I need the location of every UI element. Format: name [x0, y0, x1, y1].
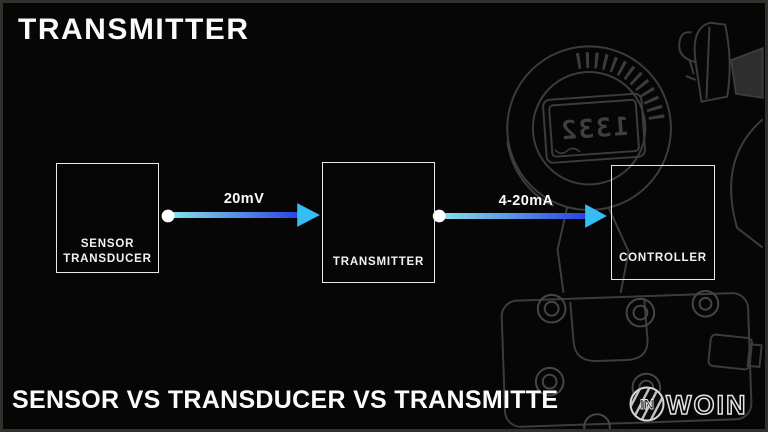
connector-dot [432, 209, 446, 223]
connector-dot [161, 209, 175, 223]
box-label-line: TRANSMITTER [332, 255, 425, 268]
brand-logo-wordmark: WOIN [666, 390, 748, 420]
brand-logo-circle: IN [629, 386, 665, 422]
box-label-line: CONTROLLER [619, 251, 707, 264]
sketch-bolt [534, 289, 720, 429]
arrow-label-20mv: 20mV [223, 191, 265, 207]
box-controller-label: CONTROLLER [612, 251, 714, 266]
arrow-4-20ma [432, 204, 607, 228]
arrow-label-4-20ma: 4-20mA [498, 193, 554, 209]
box-sensor-transducer: SENSOR TRANSDUCER [56, 163, 159, 273]
brand-logo: IN WOIN [629, 386, 748, 422]
box-transmitter-label: TRANSMITTER [323, 255, 434, 270]
box-label-line: SENSOR [80, 237, 135, 250]
slide-title: TRANSMITTER [18, 13, 250, 46]
box-transmitter: TRANSMITTER [322, 162, 435, 283]
box-controller: CONTROLLER [611, 165, 715, 280]
box-label-line: TRANSDUCER [63, 252, 152, 265]
footer-heading: SENSOR VS TRANSDUCER VS TRANSMITTE [12, 386, 559, 414]
arrow-20mv [161, 203, 320, 227]
pressure-transmitter-sketch: 1332 [500, 21, 764, 429]
sketch-display-digits: 1332 [558, 112, 630, 147]
brand-logo-circle-text: IN [640, 396, 654, 412]
signal-arrows [161, 203, 607, 228]
box-sensor-transducer-label: SENSOR TRANSDUCER [57, 237, 158, 267]
